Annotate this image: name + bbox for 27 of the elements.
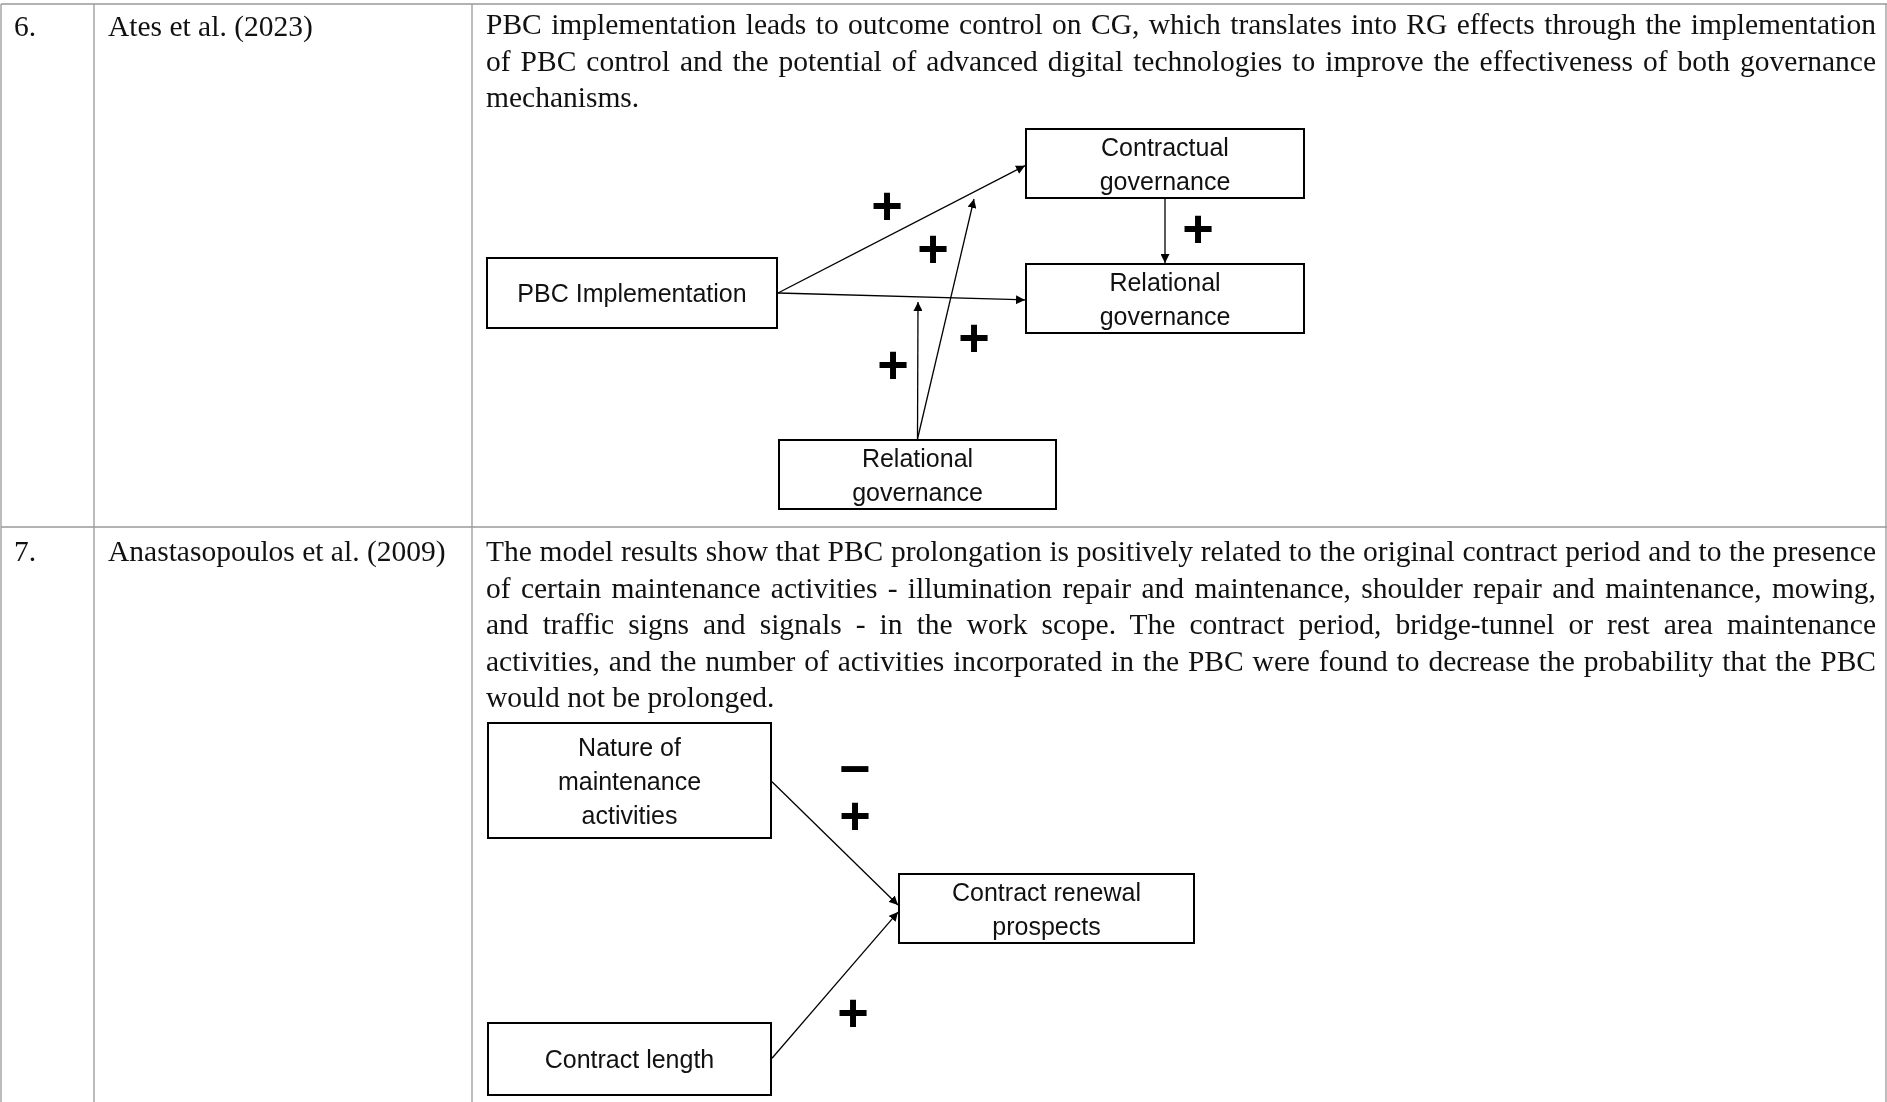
arrow [771, 781, 899, 906]
concept-box: Relational governance [1025, 263, 1305, 334]
concept-box: Contract length [487, 1022, 772, 1096]
effect-sign: + [917, 230, 949, 266]
arrow [777, 165, 1026, 294]
concept-box: PBC Implementation [486, 257, 778, 329]
arrow [916, 198, 977, 440]
effect-sign: + [871, 187, 903, 223]
effect-sign: − [839, 750, 871, 786]
citation-text: Anastasopoulos et al. (2009) [108, 534, 447, 569]
row-number: 7. [14, 534, 38, 569]
concept-box: Contract renewal prospects [898, 873, 1195, 944]
effect-sign: + [877, 346, 909, 382]
row-number: 6. [14, 9, 38, 44]
concept-box: Relational governance [778, 439, 1057, 510]
finding-paragraph: PBC implementation leads to outcome control on CG, which translates into RG effects through the implementation of PBC control and the potential of advanced digital technologies to improve the effectiveness of both governance mechanisms. [486, 7, 1876, 116]
effect-sign: + [1182, 210, 1214, 246]
finding-paragraph: The model results show that PBC prolongation is positively related to the original contract period and to the presence of certain maintenance activities - illumination repair and maintenance, shoulder repair and maintenance, mowing, and traffic signs and signals - in the work scope. The contract period, bridge-tunnel or rest area maintenance activities, and the number of activities incorporated in the PBC were found to decrease the probability that the PBC would not be prolonged. [486, 534, 1876, 716]
concept-box: Nature of maintenance activities [487, 722, 772, 839]
effect-sign: + [837, 994, 869, 1030]
effect-sign: + [839, 797, 871, 833]
arrow [771, 911, 899, 1059]
citation-text: Ates et al. (2023) [108, 9, 314, 44]
arrow [777, 292, 1026, 305]
effect-sign: + [958, 319, 990, 355]
arrow [1160, 198, 1170, 264]
concept-box: Contractual governance [1025, 128, 1305, 199]
